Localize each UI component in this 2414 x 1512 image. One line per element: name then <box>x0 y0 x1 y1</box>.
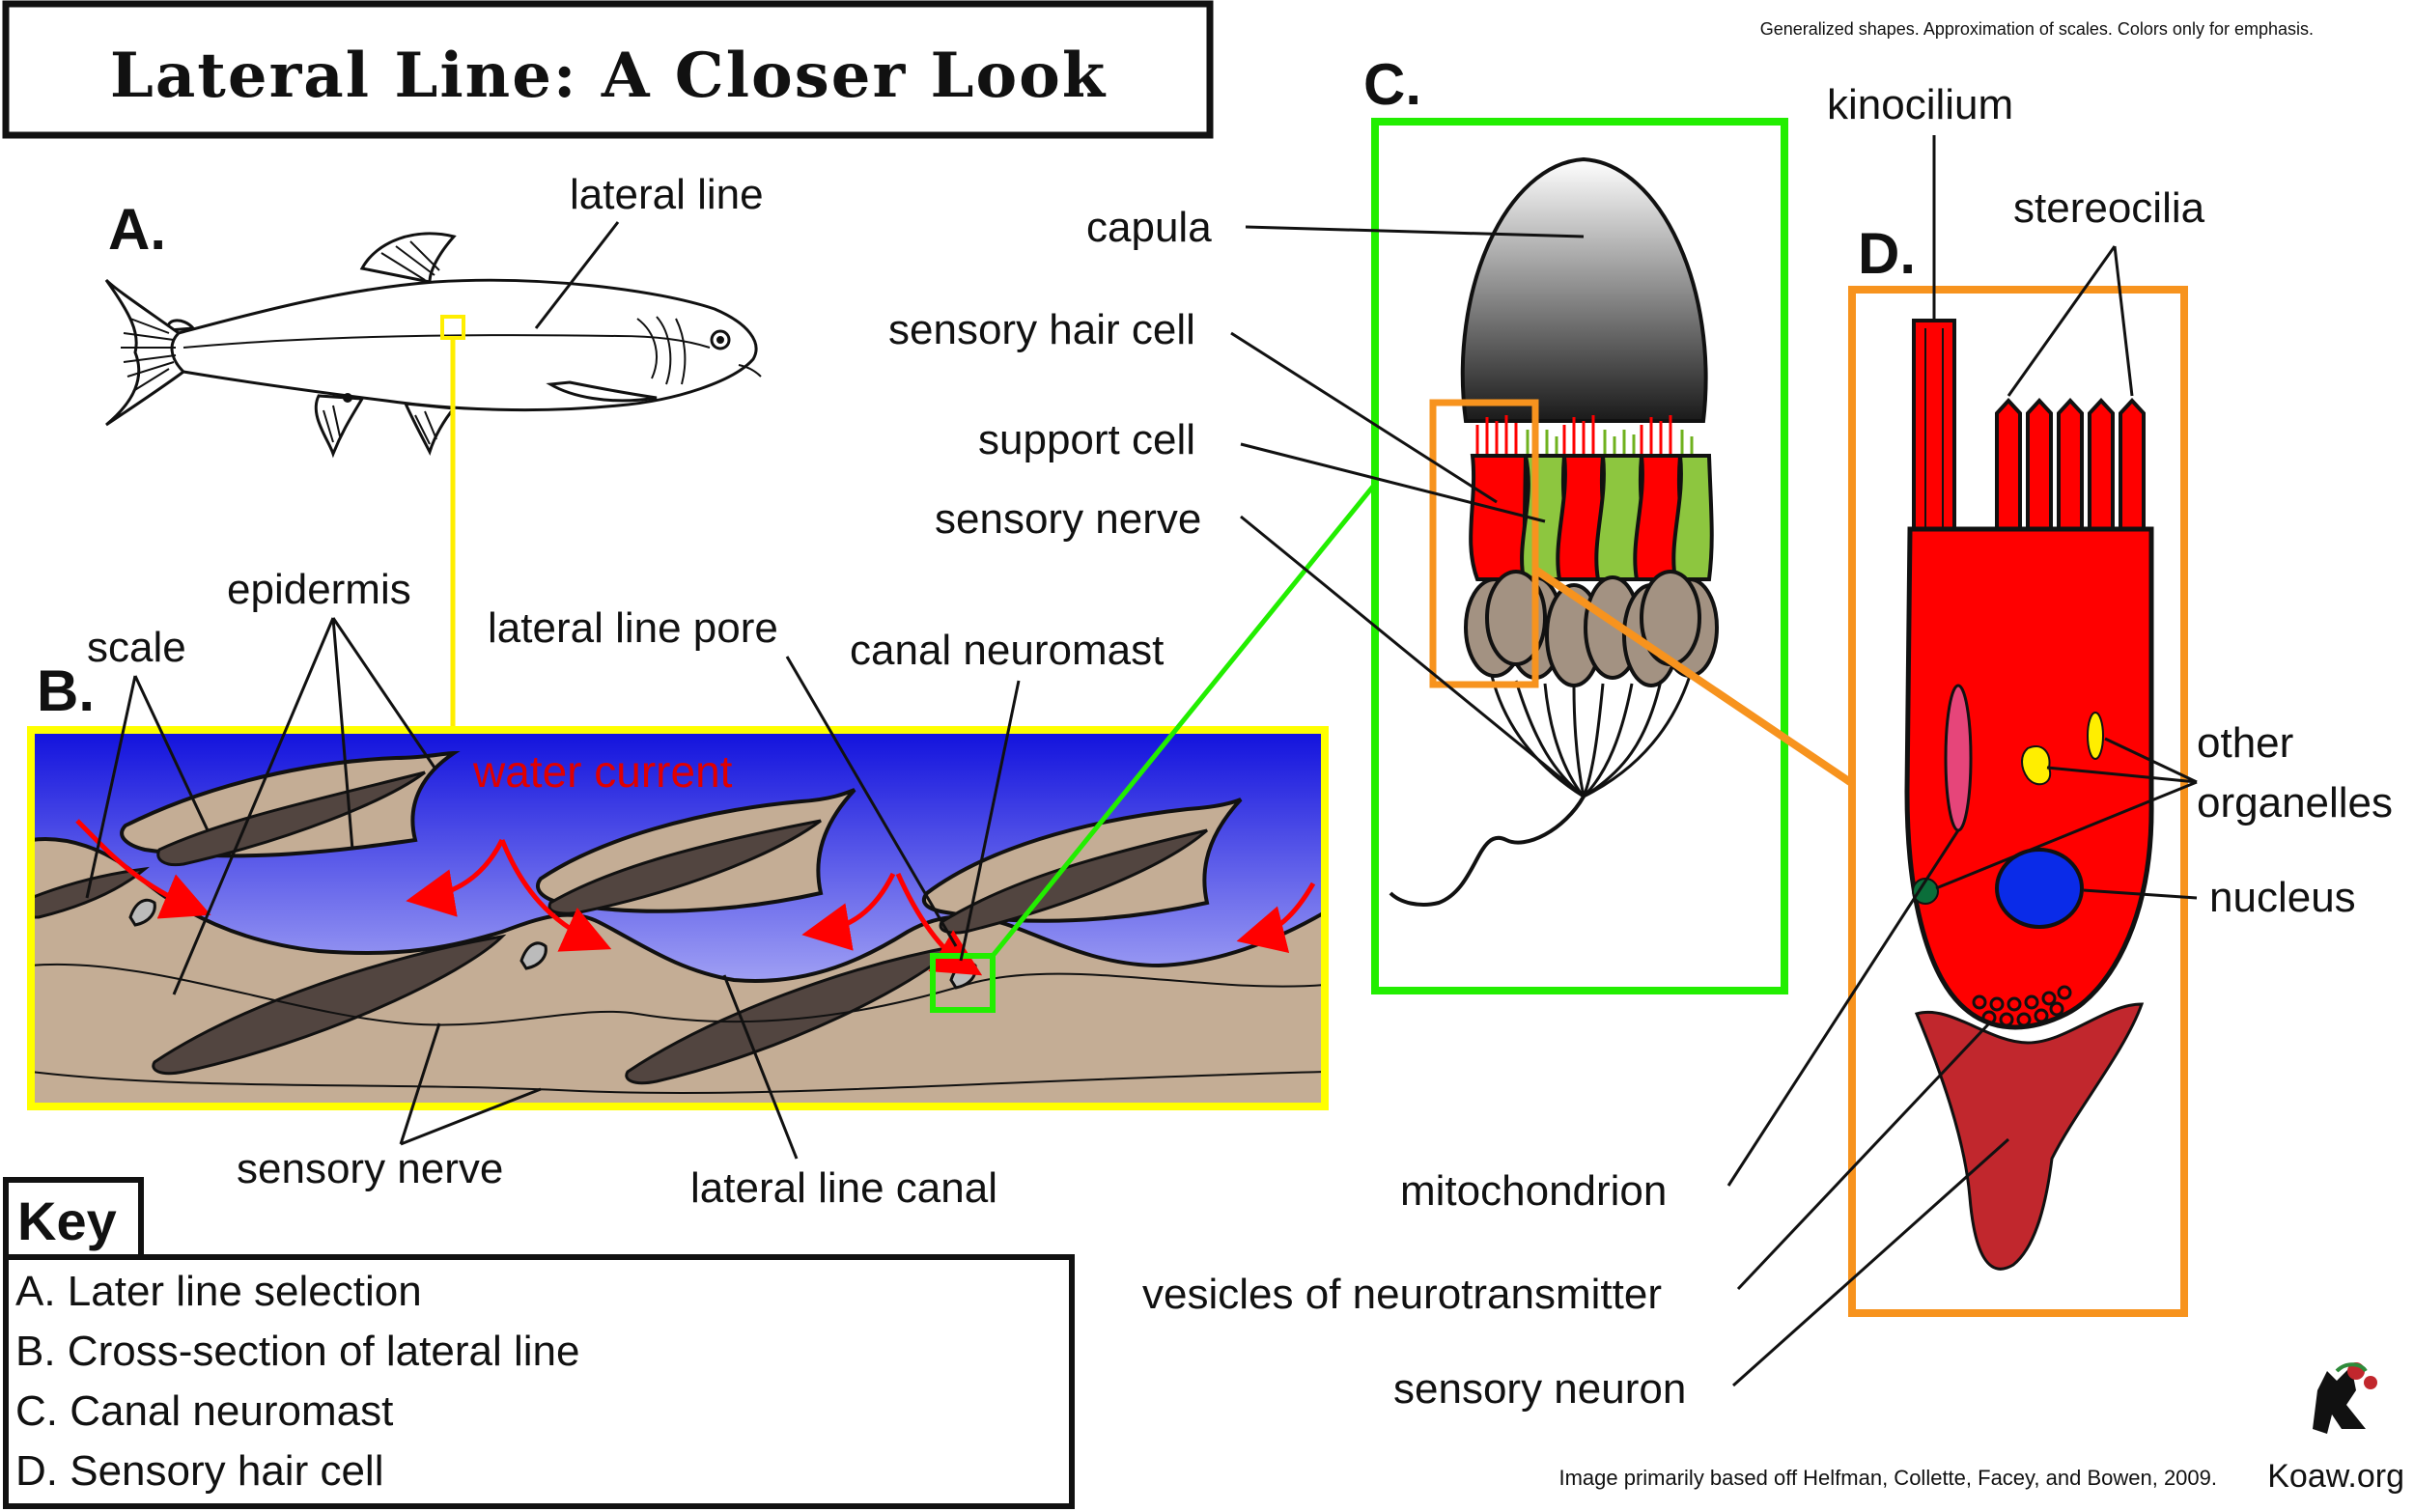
scale-6 <box>625 943 961 1085</box>
leader-vesicles <box>1736 1022 1991 1291</box>
leader-scale <box>85 675 210 899</box>
leader-other-organelles <box>1935 737 2198 890</box>
citation: Image primarily based off Helfman, Colle… <box>1558 1466 2217 1490</box>
label-stereocilia: stereocilia <box>2013 184 2205 232</box>
leader-canal-neuromast <box>959 680 1021 962</box>
cross-section <box>31 730 1325 1106</box>
key-item-c: C. Canal neuromast <box>15 1387 393 1435</box>
support-cell-3 <box>1671 454 1714 581</box>
disclaimer-note: Generalized shapes. Approximation of sca… <box>1760 19 2314 39</box>
label-vesicles: vesicles of neurotransmitter <box>1142 1271 1662 1318</box>
kinocilium <box>1912 319 1956 545</box>
label-other-1: other <box>2197 719 2293 767</box>
stereocilia <box>1995 398 2146 543</box>
hair-cell-1 <box>1469 454 1529 581</box>
hair-bundles <box>1475 415 1672 454</box>
key-legend: Key A. Later line selection B. Cross-sec… <box>3 1177 1075 1509</box>
mitochondrion <box>1944 684 1973 832</box>
leader-stereocilia <box>2007 245 2134 397</box>
panel-d-letter: D. <box>1858 221 1916 286</box>
support-microvilli <box>1526 430 1694 454</box>
label-support-cell: support cell <box>978 416 1195 463</box>
neuromast-nerve-fibers <box>1389 675 1692 907</box>
label-capula: capula <box>1086 204 1212 251</box>
superficial-neuromast-2 <box>519 941 547 970</box>
panel-b-frame <box>27 726 1329 1110</box>
leader-sensory-nerve-c <box>1240 515 1585 798</box>
site-name: Koaw.org <box>2267 1458 2404 1495</box>
leader-sensory-hair-cell <box>1230 331 1498 504</box>
label-mitochondrion: mitochondrion <box>1400 1167 1667 1215</box>
basal-cells <box>1464 570 1719 687</box>
leader-sensory-neuron <box>1731 1137 2010 1387</box>
leader-capula <box>1245 225 1585 238</box>
selection-connector-c-d <box>1532 566 1853 786</box>
hair-cell-selection-box <box>1429 399 1539 688</box>
koaw-logo <box>2313 1362 2377 1434</box>
label-epidermis: epidermis <box>227 566 411 613</box>
dermis-tissue <box>31 837 1325 1106</box>
leader-sensory-nerve-b <box>399 1022 542 1146</box>
sensory-neuron <box>1914 1002 2145 1271</box>
selection-connector-b-c <box>991 481 1378 958</box>
label-water-current: water current <box>472 746 733 797</box>
leader-mitochondrion <box>1726 829 1960 1187</box>
label-sensory-nerve-b: sensory nerve <box>237 1145 503 1192</box>
scale-5 <box>152 934 507 1076</box>
leader-epidermis <box>172 617 436 995</box>
leader-lateral-line-canal <box>722 974 799 1160</box>
fish-details <box>121 240 762 445</box>
organelle-1 <box>2021 745 2052 786</box>
key-heading: Key <box>17 1190 117 1251</box>
neuromast-cells <box>1469 454 1714 581</box>
label-sensory-hair-cell: sensory hair cell <box>888 306 1195 353</box>
label-sensory-neuron: sensory neuron <box>1393 1365 1686 1413</box>
nucleus <box>1995 848 2084 929</box>
key-item-b: B. Cross-section of lateral line <box>15 1328 579 1375</box>
leader-lateral-line-pore <box>785 656 958 947</box>
superficial-neuromast-1 <box>128 898 156 927</box>
label-lateral-line: lateral line <box>570 171 764 218</box>
label-kinocilium: kinocilium <box>1827 81 2013 128</box>
panel-c-frame <box>1371 118 1788 994</box>
leader-lateral-line <box>534 221 620 329</box>
label-canal-neuromast: canal neuromast <box>850 627 1164 674</box>
label-lateral-line-canal: lateral line canal <box>690 1164 997 1212</box>
key-item-a: A. Later line selection <box>15 1268 422 1315</box>
leader-nucleus <box>2083 888 2198 900</box>
cupula <box>1460 156 1708 423</box>
key-item-d: D. Sensory hair cell <box>15 1447 383 1495</box>
label-scale: scale <box>87 624 186 671</box>
leader-support-cell <box>1240 442 1546 523</box>
panel-c-letter: C. <box>1363 52 1421 117</box>
label-nucleus: nucleus <box>2209 874 2356 921</box>
panel-a-letter: A. <box>108 197 166 262</box>
label-lateral-line-pore: lateral line pore <box>488 604 778 652</box>
page-title: Lateral Line: A Closer Look <box>110 40 1107 112</box>
label-sensory-nerve-c: sensory nerve <box>935 495 1201 543</box>
label-other-2: organelles <box>2197 779 2393 826</box>
organelle-2 <box>2087 712 2104 760</box>
panel-b-letter: B. <box>37 658 95 723</box>
fish-outline <box>104 232 758 459</box>
panel-d-frame <box>1848 286 2188 1317</box>
title-box: Lateral Line: A Closer Look <box>2 0 1214 139</box>
